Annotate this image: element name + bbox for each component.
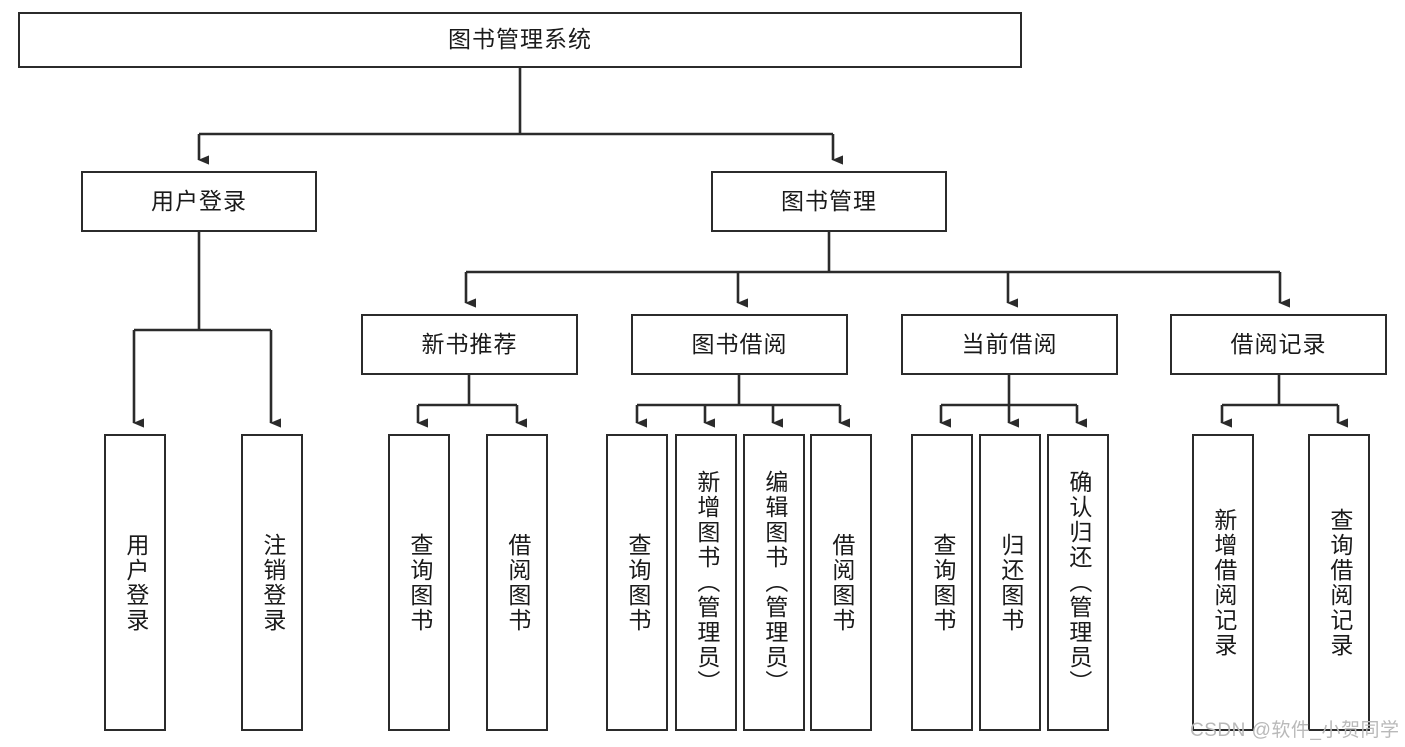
- node-label: 新增图书（管理员）: [693, 470, 720, 695]
- node-label: 借阅图书: [504, 532, 531, 633]
- leaf-current-borrow-2[interactable]: 归还图书: [979, 434, 1041, 731]
- node-label: 查询图书: [624, 532, 651, 633]
- node-book-management[interactable]: 图书管理: [711, 171, 947, 232]
- leaf-book-borrow-4[interactable]: 借阅图书: [810, 434, 872, 731]
- node-book-borrow[interactable]: 图书借阅: [631, 314, 848, 375]
- node-label: 新增借阅记录: [1210, 507, 1237, 658]
- leaf-current-borrow-1[interactable]: 查询图书: [911, 434, 973, 731]
- node-label: 图书管理系统: [448, 26, 592, 53]
- leaf-user-login-1[interactable]: 用户登录: [104, 434, 166, 731]
- node-current-borrow[interactable]: 当前借阅: [901, 314, 1118, 375]
- leaf-new-book-2[interactable]: 借阅图书: [486, 434, 548, 731]
- node-label: 新书推荐: [421, 330, 518, 357]
- node-new-book-recommend[interactable]: 新书推荐: [361, 314, 578, 375]
- leaf-new-book-1[interactable]: 查询图书: [388, 434, 450, 731]
- node-label: 归还图书: [997, 532, 1024, 633]
- leaf-book-borrow-3[interactable]: 编辑图书（管理员）: [743, 434, 805, 731]
- node-label: 查询借阅记录: [1326, 507, 1353, 658]
- leaf-book-borrow-1[interactable]: 查询图书: [606, 434, 668, 731]
- node-label: 注销登录: [259, 532, 286, 633]
- node-label: 图书借阅: [691, 330, 788, 357]
- node-label: 用户登录: [122, 532, 149, 633]
- node-root-system[interactable]: 图书管理系统: [18, 12, 1022, 68]
- node-user-login[interactable]: 用户登录: [81, 171, 317, 232]
- node-label: 图书管理: [781, 187, 877, 214]
- leaf-borrow-record-2[interactable]: 查询借阅记录: [1308, 434, 1370, 731]
- node-label: 借阅图书: [828, 532, 855, 633]
- node-label: 编辑图书（管理员）: [761, 470, 788, 695]
- csdn-watermark: CSDN @软件_小贺同学: [1190, 720, 1400, 741]
- node-label: 当前借阅: [961, 330, 1058, 357]
- leaf-borrow-record-1[interactable]: 新增借阅记录: [1192, 434, 1254, 731]
- leaf-user-login-2[interactable]: 注销登录: [241, 434, 303, 731]
- node-label: 查询图书: [406, 532, 433, 633]
- node-label: 借阅记录: [1230, 330, 1327, 357]
- leaf-current-borrow-3[interactable]: 确认归还（管理员）: [1047, 434, 1109, 731]
- node-label: 确认归还（管理员）: [1065, 470, 1092, 695]
- node-label: 用户登录: [151, 187, 247, 214]
- leaf-book-borrow-2[interactable]: 新增图书（管理员）: [675, 434, 737, 731]
- node-borrow-record[interactable]: 借阅记录: [1170, 314, 1387, 375]
- node-label: 查询图书: [929, 532, 956, 633]
